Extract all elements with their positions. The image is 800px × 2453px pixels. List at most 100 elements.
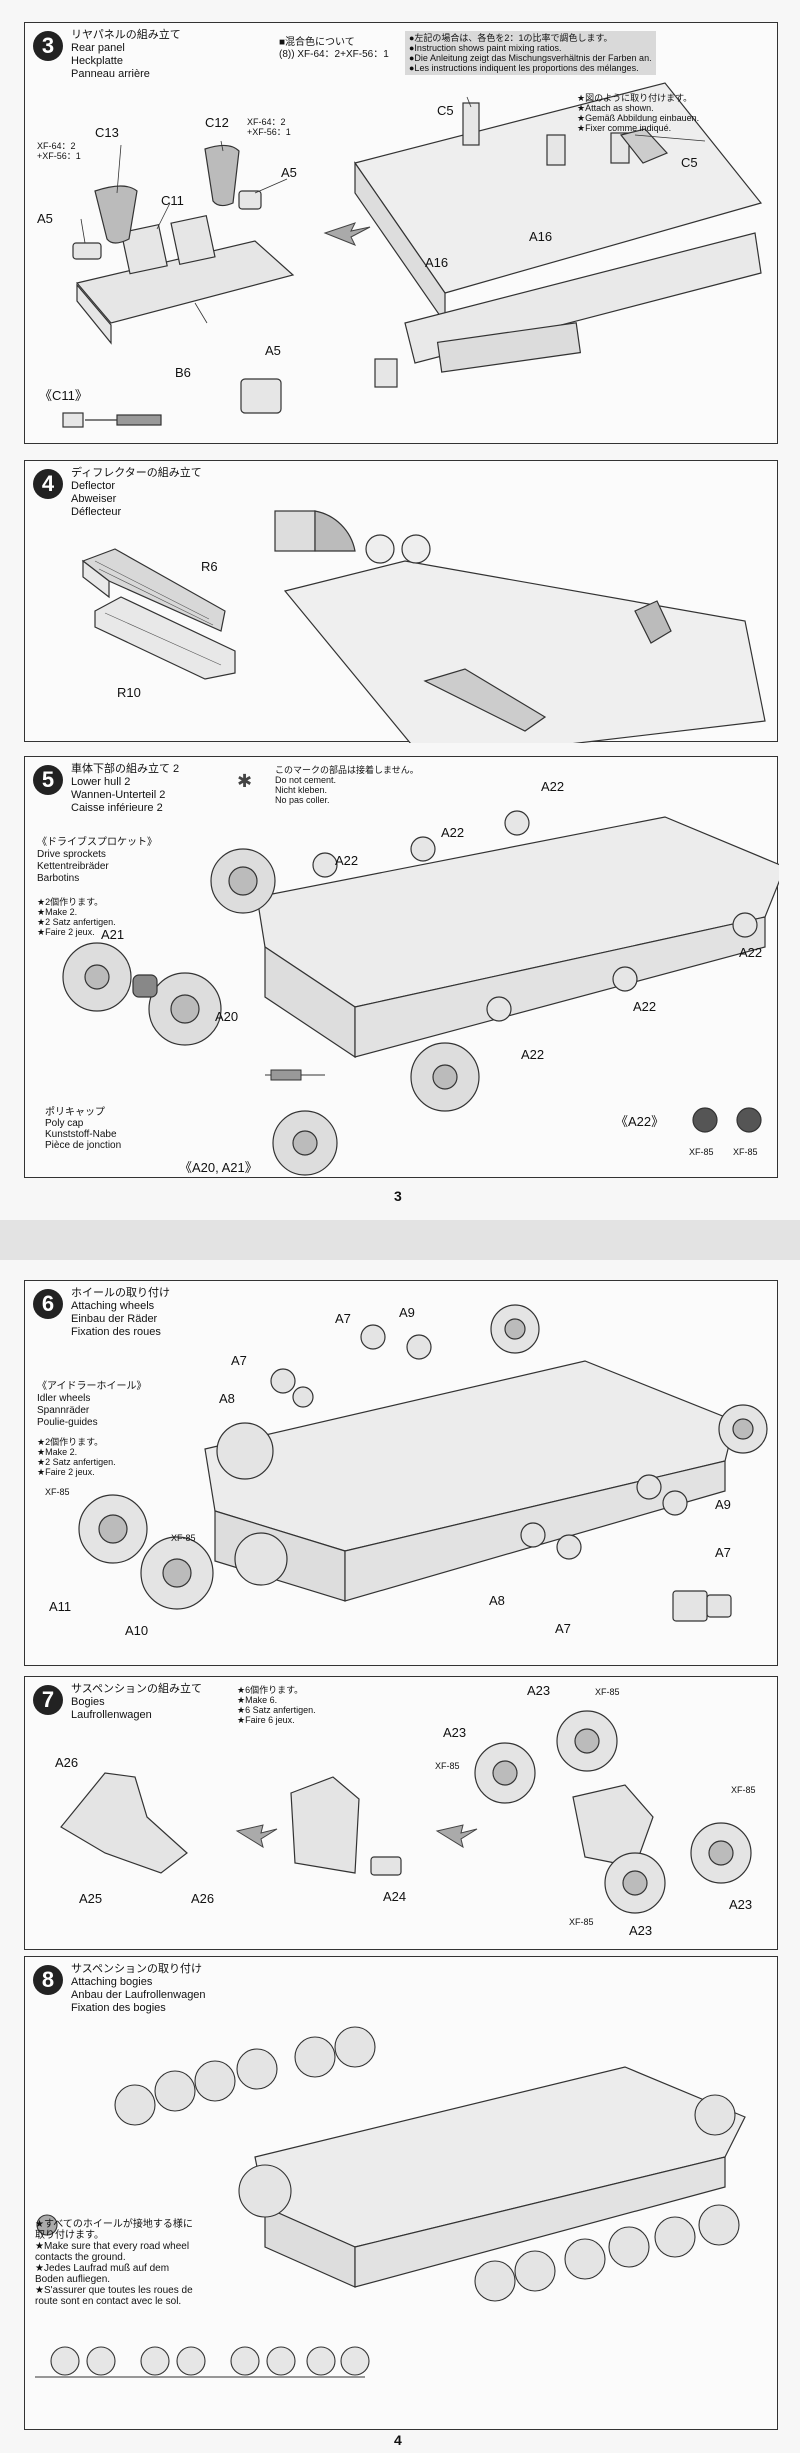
title-jp: サスペンションの取り付け xyxy=(71,1963,203,1975)
arrow-icon xyxy=(435,1824,478,1849)
r10-part xyxy=(94,596,236,680)
step-title: サスペンションの組み立て Bogies Laufrollenwagen xyxy=(71,1683,202,1722)
label-a20-a21: 《A20, A21》 xyxy=(179,1160,258,1175)
no-cement-note: このマークの部品は接着しません。 Do not cement. Nicht kl… xyxy=(275,765,419,805)
note-line: ★Faire 6 jeux. xyxy=(237,1715,295,1725)
title-line: Kettentreibräder xyxy=(37,861,109,872)
step-5-drawing xyxy=(62,810,779,1176)
no-cement-icon: ✱ xyxy=(237,771,253,791)
idler-wheel-title: 《アイドラーホイール》 Idler wheels Spannräder Poul… xyxy=(37,1381,147,1429)
c12-part xyxy=(204,144,240,207)
page-gap xyxy=(0,1220,800,1260)
note-line: ●Instruction shows paint mixing ratios. xyxy=(409,43,562,53)
label-c12: C12 xyxy=(205,115,229,130)
bogie-part-2 xyxy=(290,1776,360,1874)
paint-line: XF-64：2 xyxy=(247,117,286,127)
paint-line: XF-64：2 xyxy=(37,141,76,151)
ground-contact-detail xyxy=(35,2214,370,2378)
paint-line: +XF-56：1 xyxy=(247,127,291,137)
label-a9: A9 xyxy=(399,1305,415,1320)
label-a25: A25 xyxy=(79,1891,103,1906)
mix-ratio-notes: ●左記の場合は、各色を2：1の比率で調色します。 ●Instruction sh… xyxy=(405,31,656,75)
note-line: ★Gemäß Abbildung einbauen. xyxy=(577,113,700,123)
paint-c12: XF-64：2 +XF-56：1 xyxy=(247,117,291,137)
title-de: Heckplatte xyxy=(71,55,123,67)
note-line: Pièce de jonction xyxy=(45,1140,122,1151)
step-3-drawing xyxy=(62,82,763,428)
title-line: 《アイドラーホイール》 xyxy=(37,1381,147,1392)
note-line: ★2 Satz anfertigen. xyxy=(37,1457,116,1467)
note-line: Kunststoff-Nabe xyxy=(45,1129,117,1140)
label-a5: A5 xyxy=(265,343,281,358)
bogie-wheels xyxy=(474,1710,752,1914)
wheel-contact-note: ★すべてのホイールが接地する様に 取り付けます。 ★Make sure that… xyxy=(35,2219,193,2307)
title-en: Deflector xyxy=(71,480,116,492)
page-number: 3 xyxy=(394,1188,402,1204)
make-6-note: ★6個作ります。 ★Make 6. ★6 Satz anfertigen. ★F… xyxy=(237,1685,316,1725)
note-line: ★Make 2. xyxy=(37,1447,78,1457)
note-line: ★6個作ります。 xyxy=(237,1685,304,1695)
label-a22: A22 xyxy=(541,779,565,794)
drive-sprocket-title: 《ドライブスプロケット》 Drive sprockets Kettentreib… xyxy=(37,837,157,885)
label-c11: C11 xyxy=(161,193,184,208)
label-a22: A22 xyxy=(441,825,465,840)
paint-xf85: XF-85 xyxy=(171,1533,196,1543)
note-line: ★2個作ります。 xyxy=(37,1437,104,1447)
title-line: Barbotins xyxy=(37,873,80,884)
step-8-panel: 8 サスペンションの取り付け Attaching bogies Anbau de… xyxy=(24,1956,778,2430)
page-number: 4 xyxy=(394,2432,402,2448)
note-line: ★Faire 2 jeux. xyxy=(37,1467,95,1477)
label-a7: A7 xyxy=(715,1545,731,1560)
step-title: 車体下部の組み立て 2 Lower hull 2 Wannen-Untertei… xyxy=(71,763,179,815)
label-a22: A22 xyxy=(521,1047,545,1062)
title-de: Abweiser xyxy=(71,493,117,505)
c13-part xyxy=(94,185,138,244)
step-number: 3 xyxy=(33,31,63,61)
paint-xf85: XF-85 xyxy=(435,1761,460,1771)
suspension-wheels xyxy=(114,2026,740,2302)
step-title: ディフレクターの組み立て Deflector Abweiser Déflecte… xyxy=(71,467,202,519)
note-line: ★図のように取り付けます。 xyxy=(577,93,693,103)
paint-xf85: XF-85 xyxy=(595,1687,620,1697)
label-a24: A24 xyxy=(383,1889,407,1904)
label-a5: A5 xyxy=(281,165,297,180)
label-c11-detail: 《C11》 xyxy=(39,388,88,403)
label-b6: B6 xyxy=(175,365,191,380)
poly-cap-note: ポリキャップ Poly cap Kunststoff-Nabe Pièce de… xyxy=(45,1107,121,1151)
mix-title: ■混合色について xyxy=(279,37,355,48)
note-line: No pas coller. xyxy=(275,795,330,805)
step-number: 8 xyxy=(33,1965,63,1995)
note-line: ★S'assurer que toutes les roues de xyxy=(35,2285,193,2296)
step-number: 4 xyxy=(33,469,63,499)
title-jp: ホイールの取り付け xyxy=(71,1287,170,1299)
step-title: リヤパネルの組み立て Rear panel Heckplatte Panneau… xyxy=(71,29,181,81)
title-fr: Fixation des bogies xyxy=(71,2002,166,2014)
title-en: Attaching wheels xyxy=(71,1300,155,1312)
label-a9: A9 xyxy=(715,1497,731,1512)
note-line: ●Die Anleitung zeigt das Mischungsverhäl… xyxy=(409,53,652,63)
label-a20: A20 xyxy=(215,1009,239,1024)
label-a23: A23 xyxy=(729,1897,753,1912)
note-line: route sont en contact avec le sol. xyxy=(35,2296,182,2307)
step-4-panel: 4 ディフレクターの組み立て Deflector Abweiser Déflec… xyxy=(24,460,778,743)
title-line: 《ドライブスプロケット》 xyxy=(37,837,157,848)
label-c5: C5 xyxy=(437,103,454,118)
title-jp: 車体下部の組み立て 2 xyxy=(71,763,180,775)
title-fr: Panneau arrière xyxy=(71,68,150,80)
label-a8: A8 xyxy=(489,1593,505,1608)
label-a7: A7 xyxy=(231,1353,247,1368)
return-rollers xyxy=(312,810,762,1133)
title-line: Spannräder xyxy=(37,1405,90,1416)
paint-xf85: XF-85 xyxy=(733,1147,758,1157)
note-line: Boden aufliegen. xyxy=(35,2274,111,2285)
arrow-icon xyxy=(323,222,371,246)
label-c5: C5 xyxy=(681,155,698,170)
label-a16: A16 xyxy=(529,229,553,244)
step-6-panel: 6 ホイールの取り付け Attaching wheels Einbau der … xyxy=(24,1280,778,1666)
note-line: contacts the ground. xyxy=(35,2252,126,2263)
title-de: Wannen-Unterteil 2 xyxy=(71,789,166,801)
label-a5: A5 xyxy=(37,211,53,226)
step-number: 5 xyxy=(33,765,63,795)
label-a23: A23 xyxy=(443,1725,467,1740)
title-fr: Fixation des roues xyxy=(71,1326,161,1338)
